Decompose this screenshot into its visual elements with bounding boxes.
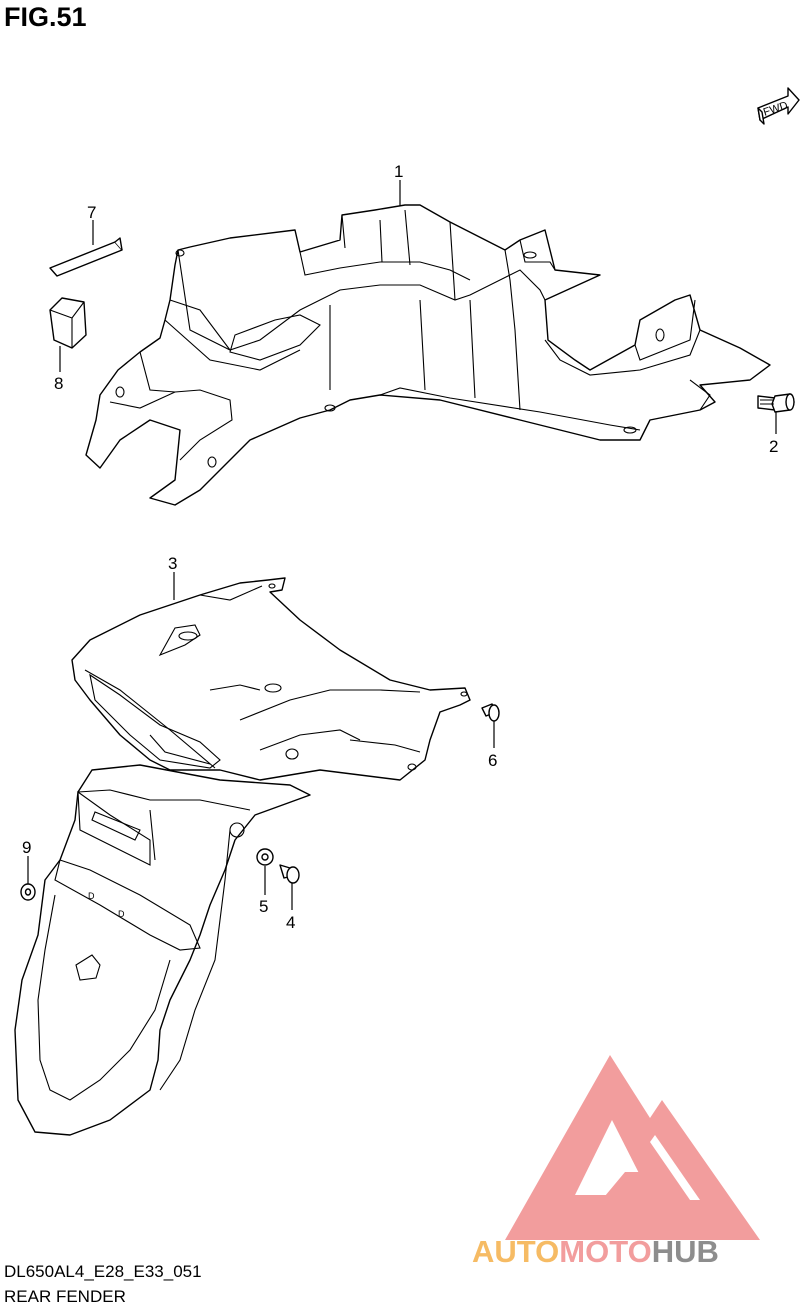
fwd-label: FWD <box>762 100 790 119</box>
watermark-auto: AUTO <box>472 1234 559 1269</box>
callout-9: 9 <box>22 838 31 857</box>
callout-8: 8 <box>54 374 63 393</box>
callout-7: 7 <box>87 203 96 222</box>
watermark-hub: HUB <box>652 1234 719 1269</box>
part-8-cushion <box>49 297 87 349</box>
automotohub-logo: AUTOMOTOHUB <box>472 1055 760 1269</box>
svg-text:D: D <box>118 909 125 919</box>
watermark-moto: MOTO <box>559 1234 651 1269</box>
part-1-rear-frame <box>85 204 771 506</box>
callout-5: 5 <box>259 897 268 916</box>
part-6-clip-screw-icon <box>481 703 500 722</box>
part-2-bolt-icon <box>757 393 795 413</box>
part-7-strip <box>49 237 123 277</box>
part-3-rear-fender-upper <box>71 577 471 781</box>
rear-fender-lower: D D <box>14 764 311 1136</box>
callout-3: 3 <box>168 554 177 573</box>
callout-6: 6 <box>488 751 497 770</box>
fwd-arrow-icon: FWD <box>757 87 800 125</box>
part-5-washer-icon <box>256 848 274 866</box>
part-9-nut-icon <box>20 883 36 901</box>
part-4-screw-icon <box>279 864 300 884</box>
callout-1: 1 <box>394 162 403 181</box>
svg-text:AUTOMOTOHUB: AUTOMOTOHUB <box>472 1234 719 1269</box>
callout-4: 4 <box>286 913 295 932</box>
figure-title: FIG.51 <box>4 2 87 32</box>
svg-text:D: D <box>88 891 95 901</box>
callout-2: 2 <box>769 437 778 456</box>
diagram-code: DL650AL4_E28_E33_051 <box>4 1262 202 1281</box>
diagram-name: REAR FENDER <box>4 1287 126 1306</box>
leader-lines <box>27 180 777 910</box>
